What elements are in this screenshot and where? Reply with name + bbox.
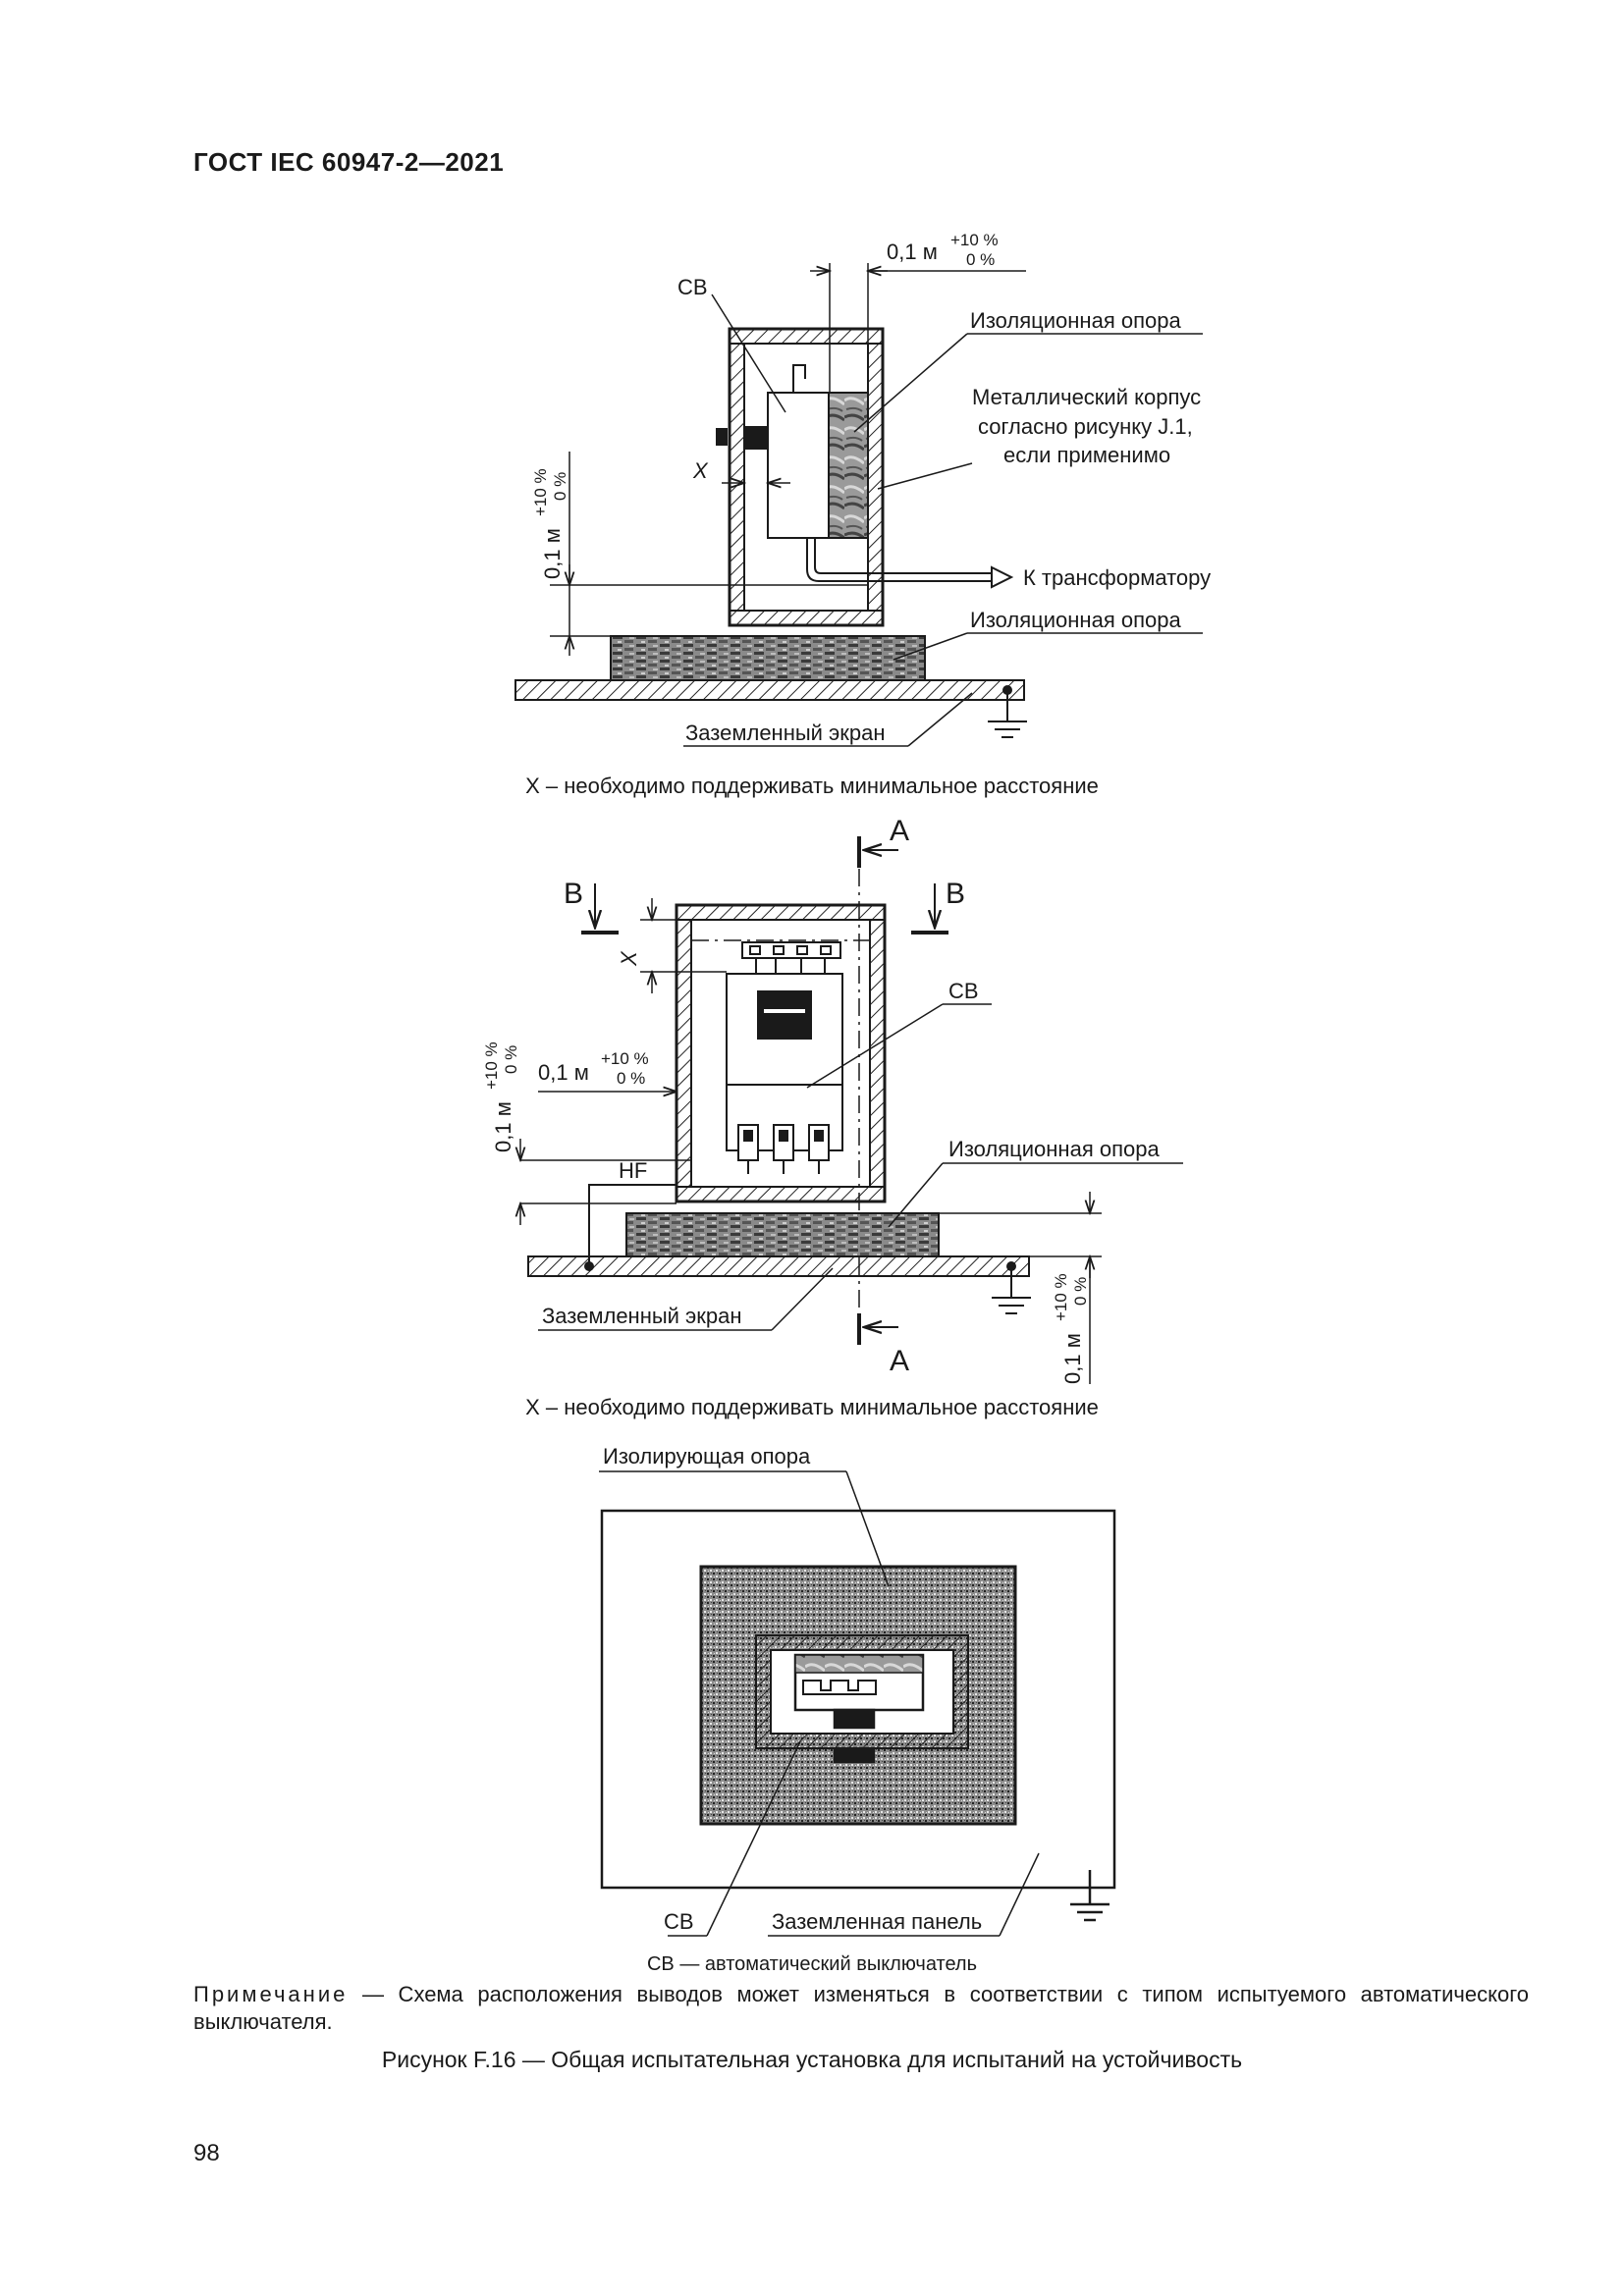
figure-3-top-view xyxy=(599,1470,1116,1937)
fig1-insulating-support-top-label: Изоляционная опора xyxy=(970,308,1181,333)
note-text: — Схема расположения выводов может измен… xyxy=(193,1982,1529,2034)
fig2-dim-left-tol-zero: 0 % xyxy=(502,1045,520,1074)
note-label: Примечание xyxy=(193,1982,349,2006)
fig3-grounded-panel-label: Заземленная панель xyxy=(772,1909,982,1934)
fig1-metal-case-label-3: если применимо xyxy=(1003,443,1170,467)
fig2-dim-left-tol-plus: +10 % xyxy=(482,1041,501,1090)
fig1-dim-top-tol-zero: 0 % xyxy=(966,250,995,269)
fig2-section-b-left: В xyxy=(564,878,583,910)
figure-2-x-caption: X – необходимо поддерживать минимальное … xyxy=(525,1395,1099,1419)
figure-3-cb-caption: СВ — автоматический выключатель xyxy=(646,1953,977,1975)
fig2-grounded-screen-label: Заземленный экран xyxy=(542,1304,742,1328)
figure-1-x-caption: X – необходимо поддерживать минимальное … xyxy=(525,774,1099,798)
fig2-dim-right-tol-plus: +10 % xyxy=(1052,1273,1070,1321)
fig2-dim-left: 0,1 м xyxy=(491,1101,515,1152)
fig3-insulating-support-label: Изолирующая опора xyxy=(603,1444,811,1468)
figure-2-front-view xyxy=(520,836,1183,1384)
fig2-hf-label: HF xyxy=(619,1158,647,1183)
document-header: ГОСТ IEC 60947-2—2021 xyxy=(193,147,505,177)
fig2-x-mark: X xyxy=(617,950,641,967)
fig2-section-b-right: В xyxy=(946,878,965,910)
fig1-dim-top: 0,1 м xyxy=(887,240,938,264)
fig1-dim-left-tol-zero: 0 % xyxy=(551,472,569,501)
fig1-cb-label: СВ xyxy=(677,275,708,299)
fig2-dim-right: 0,1 м xyxy=(1060,1333,1085,1384)
fig2-dim-mid-tol-zero: 0 % xyxy=(617,1069,645,1088)
fig2-section-a-bottom: А xyxy=(890,1345,909,1377)
fig1-to-transformer-label: К трансформатору xyxy=(1023,565,1211,590)
note-paragraph: Примечание — Схема расположения выводов … xyxy=(193,1981,1529,2036)
fig2-cb-label: СВ xyxy=(948,979,979,1003)
fig1-dim-left-tol-plus: +10 % xyxy=(531,468,550,516)
fig1-dim-top-tol-plus: +10 % xyxy=(950,231,999,249)
fig1-insulating-support-bottom-label: Изоляционная опора xyxy=(970,608,1181,632)
figure-1-labels: СВ Изоляционная опора Металлический корп… xyxy=(531,231,1211,745)
figure-1-side-view xyxy=(514,263,1203,747)
fig1-metal-case-label-2: согласно рисунку J.1, xyxy=(978,414,1193,439)
fig1-grounded-screen-label: Заземленный экран xyxy=(685,721,886,745)
fig2-section-a-top: А xyxy=(890,815,909,847)
fig1-metal-case-label-1: Металлический корпус xyxy=(972,385,1201,409)
figure-3-labels: Изолирующая опора СВ Заземленная панель xyxy=(603,1444,982,1934)
fig2-insulating-support-label: Изоляционная опора xyxy=(948,1137,1160,1161)
figure-2-labels: А А В В СВ X 0,1 м +10 % 0 % HF Изоляцио… xyxy=(482,815,1160,1384)
fig3-cb-label: СВ xyxy=(664,1909,694,1934)
fig1-dim-left: 0,1 м xyxy=(540,528,565,579)
fig2-dim-right-tol-zero: 0 % xyxy=(1071,1277,1090,1306)
page-number: 98 xyxy=(193,2140,220,2166)
fig2-dim-mid-tol-plus: +10 % xyxy=(601,1049,649,1068)
fig1-x-mark: X xyxy=(692,458,709,483)
figure-caption: Рисунок F.16 — Общая испытательная устан… xyxy=(381,2047,1243,2072)
fig2-dim-mid: 0,1 м xyxy=(538,1060,589,1085)
